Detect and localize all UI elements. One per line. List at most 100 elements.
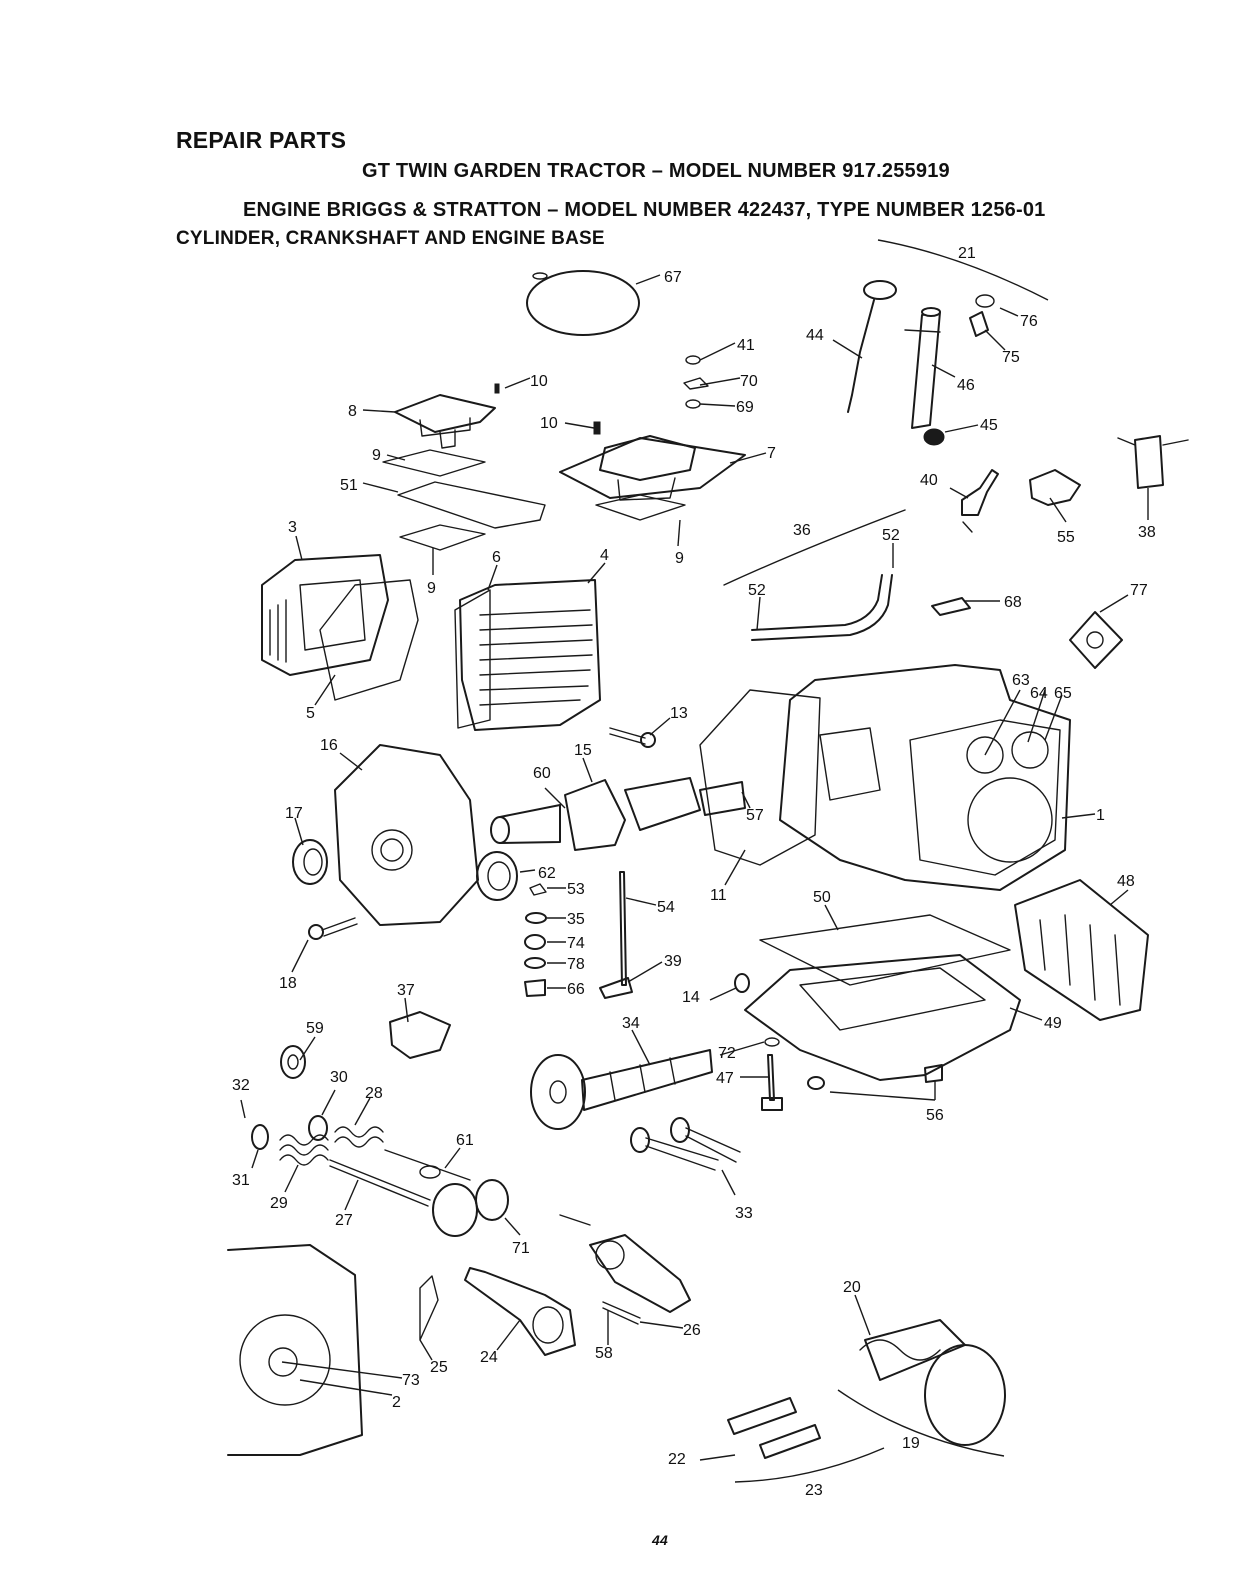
callout-10: 10 [530,373,548,390]
part-48-baffle [1014,879,1149,1021]
callout-47: 47 [716,1070,734,1087]
part-24-connecting-rod [464,1267,576,1356]
callout-71: 71 [512,1240,530,1257]
callout-65: 65 [1054,685,1072,702]
callout-11: 11 [710,887,727,904]
callout-62: 62 [538,865,556,882]
callout-39: 39 [664,953,682,970]
callout-66: 66 [567,981,585,998]
bracket-23 [734,1447,885,1483]
part-1-crankcase [779,664,1071,891]
callout-67: 67 [664,269,682,286]
callout-64: 64 [1030,685,1048,702]
callout-34: 34 [622,1015,640,1032]
part-18-bolt [308,917,358,940]
callout-14: 14 [682,989,700,1006]
callout-58: 58 [595,1345,613,1362]
callout-75: 75 [1002,349,1020,366]
part-55-plug-boot [1029,469,1081,506]
callout-26: 26 [683,1322,701,1339]
callout-9a: 9 [372,447,381,464]
part-58-26-screws [559,1214,641,1325]
engine-model-title: ENGINE BRIGGS & STRATTON – MODEL NUMBER … [243,199,1046,221]
callout-1: 1 [1096,807,1105,824]
part-16-crankcase-cover [334,744,479,926]
part-7-valve-cover [559,435,746,501]
parts-group-title: CYLINDER, CRANKSHAFT AND ENGINE BASE [176,228,605,249]
part-68-fitting [931,597,971,616]
callout-55: 55 [1057,529,1075,546]
callout-4: 4 [600,547,609,564]
part-34-camshaft [530,1049,713,1130]
callout-53: 53 [567,881,585,898]
callout-9c: 9 [675,550,684,567]
part-22-23-piston-pins [727,1397,821,1459]
callout-44: 44 [806,327,824,344]
part-stack-53-35-74-78-66 [524,883,547,997]
part-45-grommet [923,428,945,446]
callout-29: 29 [270,1195,288,1212]
part-37-governor [389,1011,451,1059]
callout-7: 7 [767,445,776,462]
callout-24: 24 [480,1349,498,1366]
callout-25: 25 [430,1359,448,1376]
callout-31: 31 [232,1172,250,1189]
part-51-plate [397,481,546,529]
part-31-retainer [251,1124,269,1150]
part-10-screw [593,421,601,435]
part-61-seal [419,1165,441,1179]
callout-54: 54 [657,899,675,916]
callout-15: 15 [574,742,592,759]
callout-41: 41 [737,337,755,354]
callout-51: 51 [340,477,358,494]
part-connecting-rod-b [589,1234,691,1313]
leader-lines [240,274,1149,1461]
callout-37: 37 [397,982,415,999]
part-25-dipper [419,1275,439,1341]
part-77-gasket [1069,611,1123,669]
callout-40: 40 [920,472,938,489]
part-14-plug [734,973,750,993]
part-62-bearing [476,851,518,901]
callout-73: 73 [402,1372,420,1389]
part-base [744,954,1021,1081]
callout-20: 20 [843,1279,861,1296]
tractor-model-title: GT TWIN GARDEN TRACTOR – MODEL NUMBER 91… [362,160,950,182]
callout-27: 27 [335,1212,353,1229]
part-36-hose-assembly [723,509,906,641]
part-54-governor-shaft [599,871,633,999]
part-engine-block-bottom [227,1244,363,1456]
callout-35: 35 [567,911,585,928]
callout-48: 48 [1117,873,1135,890]
bracket-21 [877,239,1049,301]
part-17-oil-seal [292,839,328,885]
part-50-gasket [759,914,1011,986]
section-title: REPAIR PARTS [176,127,347,153]
part-72-washer [764,1037,780,1047]
part-springs-28-29 [279,1126,384,1166]
callout-56: 56 [926,1107,944,1124]
page-number: 44 [652,1532,668,1548]
callout-30: 30 [330,1069,348,1086]
callout-77: 77 [1130,582,1148,599]
part-13-bolt [609,727,656,748]
callout-68: 68 [1004,594,1022,611]
part-5-head-gasket [319,579,419,701]
callout-45: 45 [980,417,998,434]
callout-38: 38 [1138,524,1156,541]
callout-labels: 67 41 70 69 10 8 10 7 9 51 3 9 6 4 9 5 2… [232,245,1156,1499]
bracket-19 [837,1389,1005,1457]
callout-70: 70 [740,373,758,390]
part-46-dipstick-tube [904,307,941,429]
part-4-cylinder-head [454,579,601,731]
callout-13: 13 [670,705,688,722]
callout-46: 46 [957,377,975,394]
callout-61: 61 [456,1132,474,1149]
callout-74: 74 [567,935,585,952]
callout-72: 72 [718,1045,736,1062]
part-67-oring [526,270,640,336]
callout-32: 32 [232,1077,250,1094]
callout-5: 5 [306,705,315,722]
callout-8: 8 [348,403,357,420]
callout-50: 50 [813,889,831,906]
